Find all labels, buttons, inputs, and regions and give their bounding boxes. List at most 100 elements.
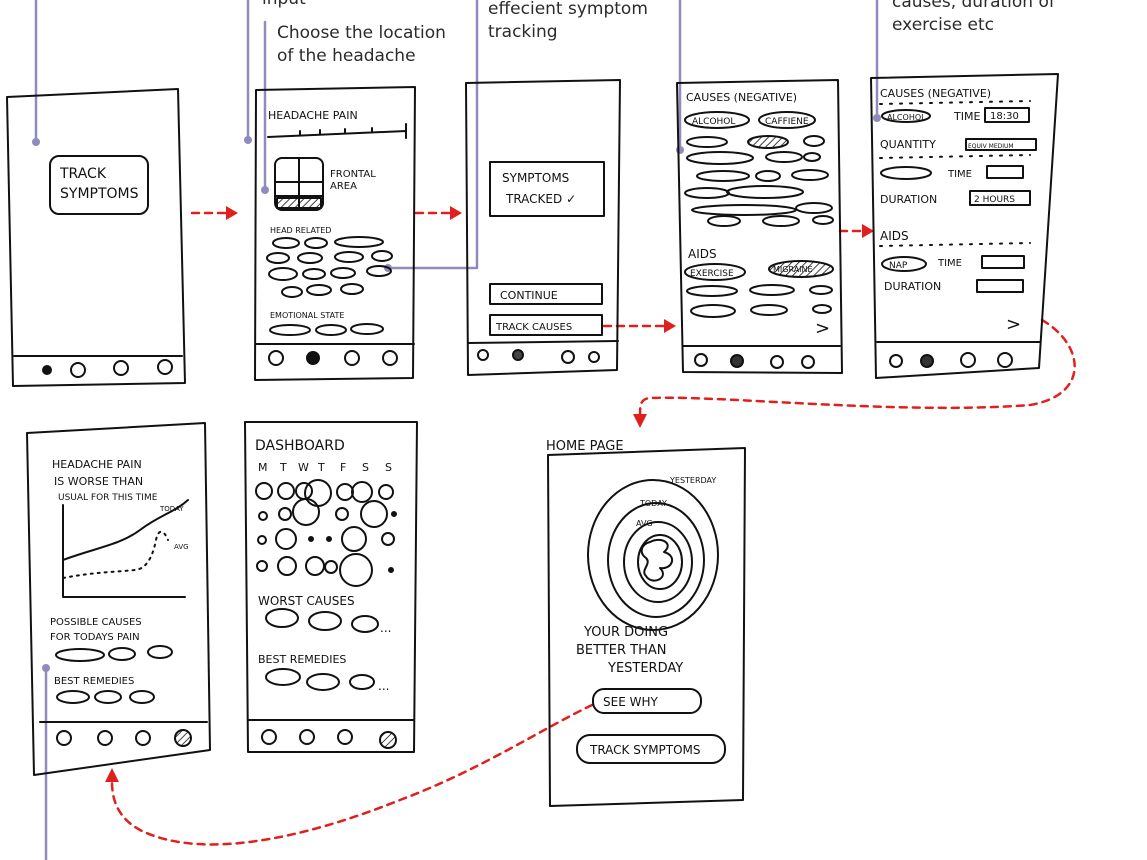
ellipsis: ... <box>378 679 389 693</box>
nav-dot[interactable] <box>261 729 277 745</box>
continue-button-outline[interactable] <box>489 283 603 305</box>
pain-slider-track[interactable] <box>267 130 407 138</box>
ring-yesterday <box>587 479 719 631</box>
leader-lines <box>34 0 879 860</box>
nav-dot[interactable] <box>97 730 113 746</box>
leader-line <box>386 0 479 270</box>
time-input[interactable] <box>981 255 1025 269</box>
nav-dot[interactable] <box>960 352 976 368</box>
nav-dot[interactable] <box>801 355 815 369</box>
chip-label[interactable]: CAFFIENE <box>765 117 809 127</box>
best-remedy-chips[interactable] <box>265 668 375 691</box>
track-causes-button[interactable]: TRACK CAUSES <box>495 322 572 333</box>
see-why-button-outline[interactable] <box>592 688 702 714</box>
nav-dot[interactable] <box>337 729 353 745</box>
weekday-label: S <box>362 461 369 474</box>
quantity-value[interactable]: EQUIV MEDIUM <box>968 143 1014 150</box>
chip-alcohol[interactable] <box>684 111 750 129</box>
nav-dot[interactable] <box>382 350 398 366</box>
time-value[interactable]: 18:30 <box>990 111 1019 122</box>
screen-title: HOME PAGE <box>546 439 624 454</box>
nav-dot[interactable] <box>694 353 708 367</box>
nav-dot[interactable] <box>344 350 360 366</box>
nav-dot-active[interactable] <box>379 731 397 749</box>
duration-input[interactable] <box>969 190 1031 206</box>
time-input[interactable] <box>984 107 1030 123</box>
arrow-head <box>105 768 119 782</box>
nav-dot[interactable] <box>135 730 151 746</box>
nav-dot[interactable] <box>113 360 129 376</box>
nav-dot[interactable] <box>268 350 284 366</box>
chip-nap[interactable] <box>881 256 927 272</box>
continue-button[interactable]: CONTINUE <box>500 289 558 302</box>
arrow-head <box>664 319 676 333</box>
nav-dot[interactable] <box>588 351 600 363</box>
track-symptoms-button-outline[interactable] <box>49 155 149 215</box>
nav-dot[interactable] <box>889 354 903 368</box>
home-message: BETTER THAN <box>576 643 667 658</box>
chip-label[interactable]: EXERCISE <box>690 269 734 279</box>
phone-frame <box>26 422 211 776</box>
nav-divider <box>467 340 619 344</box>
arrow-head <box>862 224 874 238</box>
weekday-label: T <box>279 461 287 474</box>
weekday-label: F <box>340 461 346 474</box>
aid-chips[interactable] <box>686 284 833 318</box>
chip-alcohol[interactable] <box>881 109 931 123</box>
track-causes-button-outline[interactable] <box>489 314 603 336</box>
phone-frame <box>870 73 1059 379</box>
section-label: BEST REMEDIES <box>258 653 346 666</box>
duration-value[interactable]: 2 HOURS <box>974 195 1015 205</box>
screen-title: CAUSES (NEGATIVE) <box>686 91 797 104</box>
chip-label[interactable]: ALCOHOL <box>887 113 926 122</box>
nav-dot-active[interactable] <box>512 349 524 361</box>
duration-input[interactable] <box>976 279 1024 293</box>
next-button[interactable]: > <box>1006 314 1021 335</box>
track-symptoms-button[interactable]: TRACK SYMPTOMS <box>589 743 701 757</box>
track-button-label[interactable]: SYMPTOMS <box>60 186 139 202</box>
dotted-divider <box>879 154 1031 159</box>
phone-frame <box>676 79 843 374</box>
screen-cause-details <box>870 73 1059 379</box>
chip-exercise[interactable] <box>684 263 746 281</box>
nav-dot[interactable] <box>770 355 784 369</box>
area-label: FRONTAL <box>330 169 376 180</box>
area-label: AREA <box>330 181 357 192</box>
track-symptoms-button-outline[interactable] <box>576 734 726 764</box>
cause-chips[interactable] <box>55 645 173 704</box>
chip-migraine[interactable] <box>768 260 834 278</box>
ring-label-today: TODAY <box>639 499 667 508</box>
nav-dot-active[interactable] <box>42 365 52 375</box>
insight-title: HEADACHE PAIN <box>52 458 142 471</box>
nav-dot[interactable] <box>70 362 86 378</box>
insight-title: IS WORSE THAN <box>54 475 143 488</box>
weekday-label: S <box>385 461 392 474</box>
nav-dot[interactable] <box>561 350 575 364</box>
track-button-label[interactable]: TRACK <box>59 166 107 182</box>
nav-dot[interactable] <box>299 729 315 745</box>
weekday-label: T <box>317 461 325 474</box>
cause-chips[interactable] <box>684 135 834 227</box>
nav-dot-active[interactable] <box>920 354 934 368</box>
chip-label[interactable]: NAP <box>889 261 908 271</box>
nav-dot-active[interactable] <box>174 729 192 747</box>
flow-arrows <box>110 211 1076 846</box>
nav-dot[interactable] <box>157 359 173 375</box>
worst-cause-chips[interactable] <box>265 608 379 633</box>
chip-caffiene[interactable] <box>758 111 816 129</box>
nav-dot-active[interactable] <box>306 351 320 365</box>
nav-dot[interactable] <box>997 352 1013 368</box>
nav-dot[interactable] <box>56 730 72 746</box>
time-input[interactable] <box>986 165 1024 179</box>
see-why-button[interactable]: SEE WHY <box>603 695 658 709</box>
calendar-circles[interactable] <box>255 479 397 587</box>
chip-label[interactable]: MIGRAINE <box>773 265 813 274</box>
quantity-input[interactable] <box>965 138 1037 151</box>
cause-chip[interactable] <box>880 166 932 180</box>
leader-dot <box>873 114 881 122</box>
next-button[interactable]: > <box>815 318 830 339</box>
symptom-chips[interactable] <box>266 236 393 336</box>
nav-dot-active[interactable] <box>730 354 744 368</box>
chip-label[interactable]: ALCOHOL <box>692 117 735 127</box>
nav-dot[interactable] <box>477 349 489 361</box>
